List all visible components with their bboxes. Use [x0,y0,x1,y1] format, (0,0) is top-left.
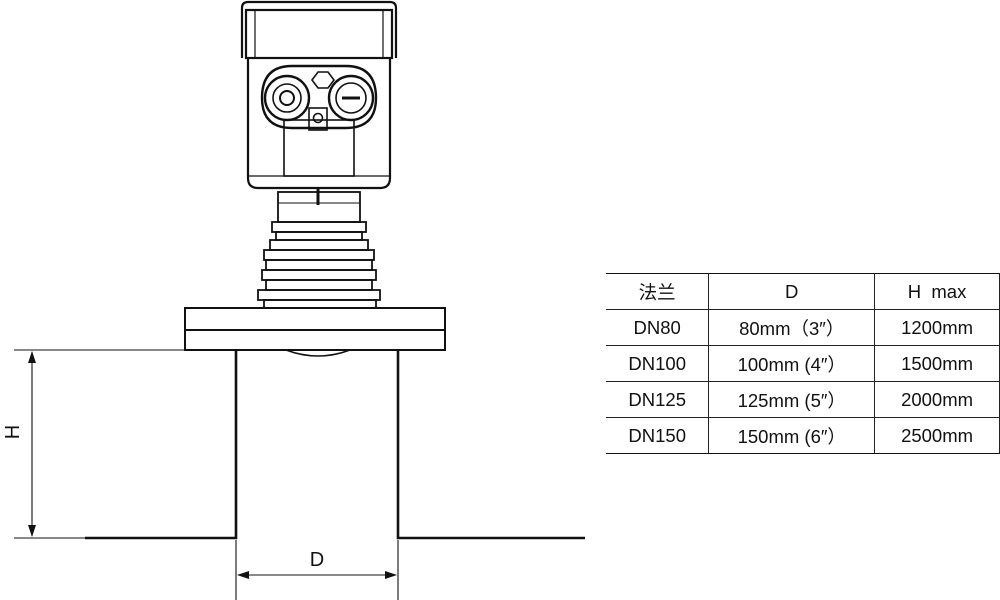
height-label: H [2,425,24,439]
table-row: DN80 80mm（3″） 1200mm [606,309,1000,346]
diameter-label: D [310,549,324,571]
cell-flange: DN150 [606,417,710,454]
hex-nut-icon [311,71,335,89]
cell-hmax: 1500mm [874,345,1000,382]
table-header-row: 法兰 D H max [606,273,1000,310]
flange-spec-table: 法兰 D H max DN80 80mm（3″） 1200mm DN100 10… [606,273,1000,454]
cell-flange: DN125 [606,381,710,418]
cell-flange: DN80 [606,309,710,346]
cell-hmax: 2000mm [874,381,1000,418]
height-dimension [14,349,185,539]
cell-diameter: 150mm (6″） [708,417,876,454]
cell-flange: DN100 [606,345,710,382]
table-row: DN100 100mm (4″） 1500mm [606,345,1000,382]
cable-gland-panel [260,64,378,205]
flange [184,307,446,357]
cell-hmax: 2500mm [874,417,1000,454]
cell-diameter: 80mm（3″） [708,309,876,346]
diameter-dimension [235,540,399,600]
header-diameter: D [708,273,876,310]
ground-screw-icon [308,107,328,131]
process-connection [257,191,381,309]
left-gland-icon [263,74,311,122]
right-gland-icon [327,74,375,122]
header-hmax: H max [874,273,1000,310]
nozzle-pipe [85,350,585,540]
header-flange: 法兰 [606,273,710,310]
cell-diameter: 125mm (5″） [708,381,876,418]
table-row: DN150 150mm (6″） 2500mm [606,417,1000,454]
cell-hmax: 1200mm [874,309,1000,346]
cell-diameter: 100mm (4″） [708,345,876,382]
table-row: DN125 125mm (5″） 2000mm [606,381,1000,418]
